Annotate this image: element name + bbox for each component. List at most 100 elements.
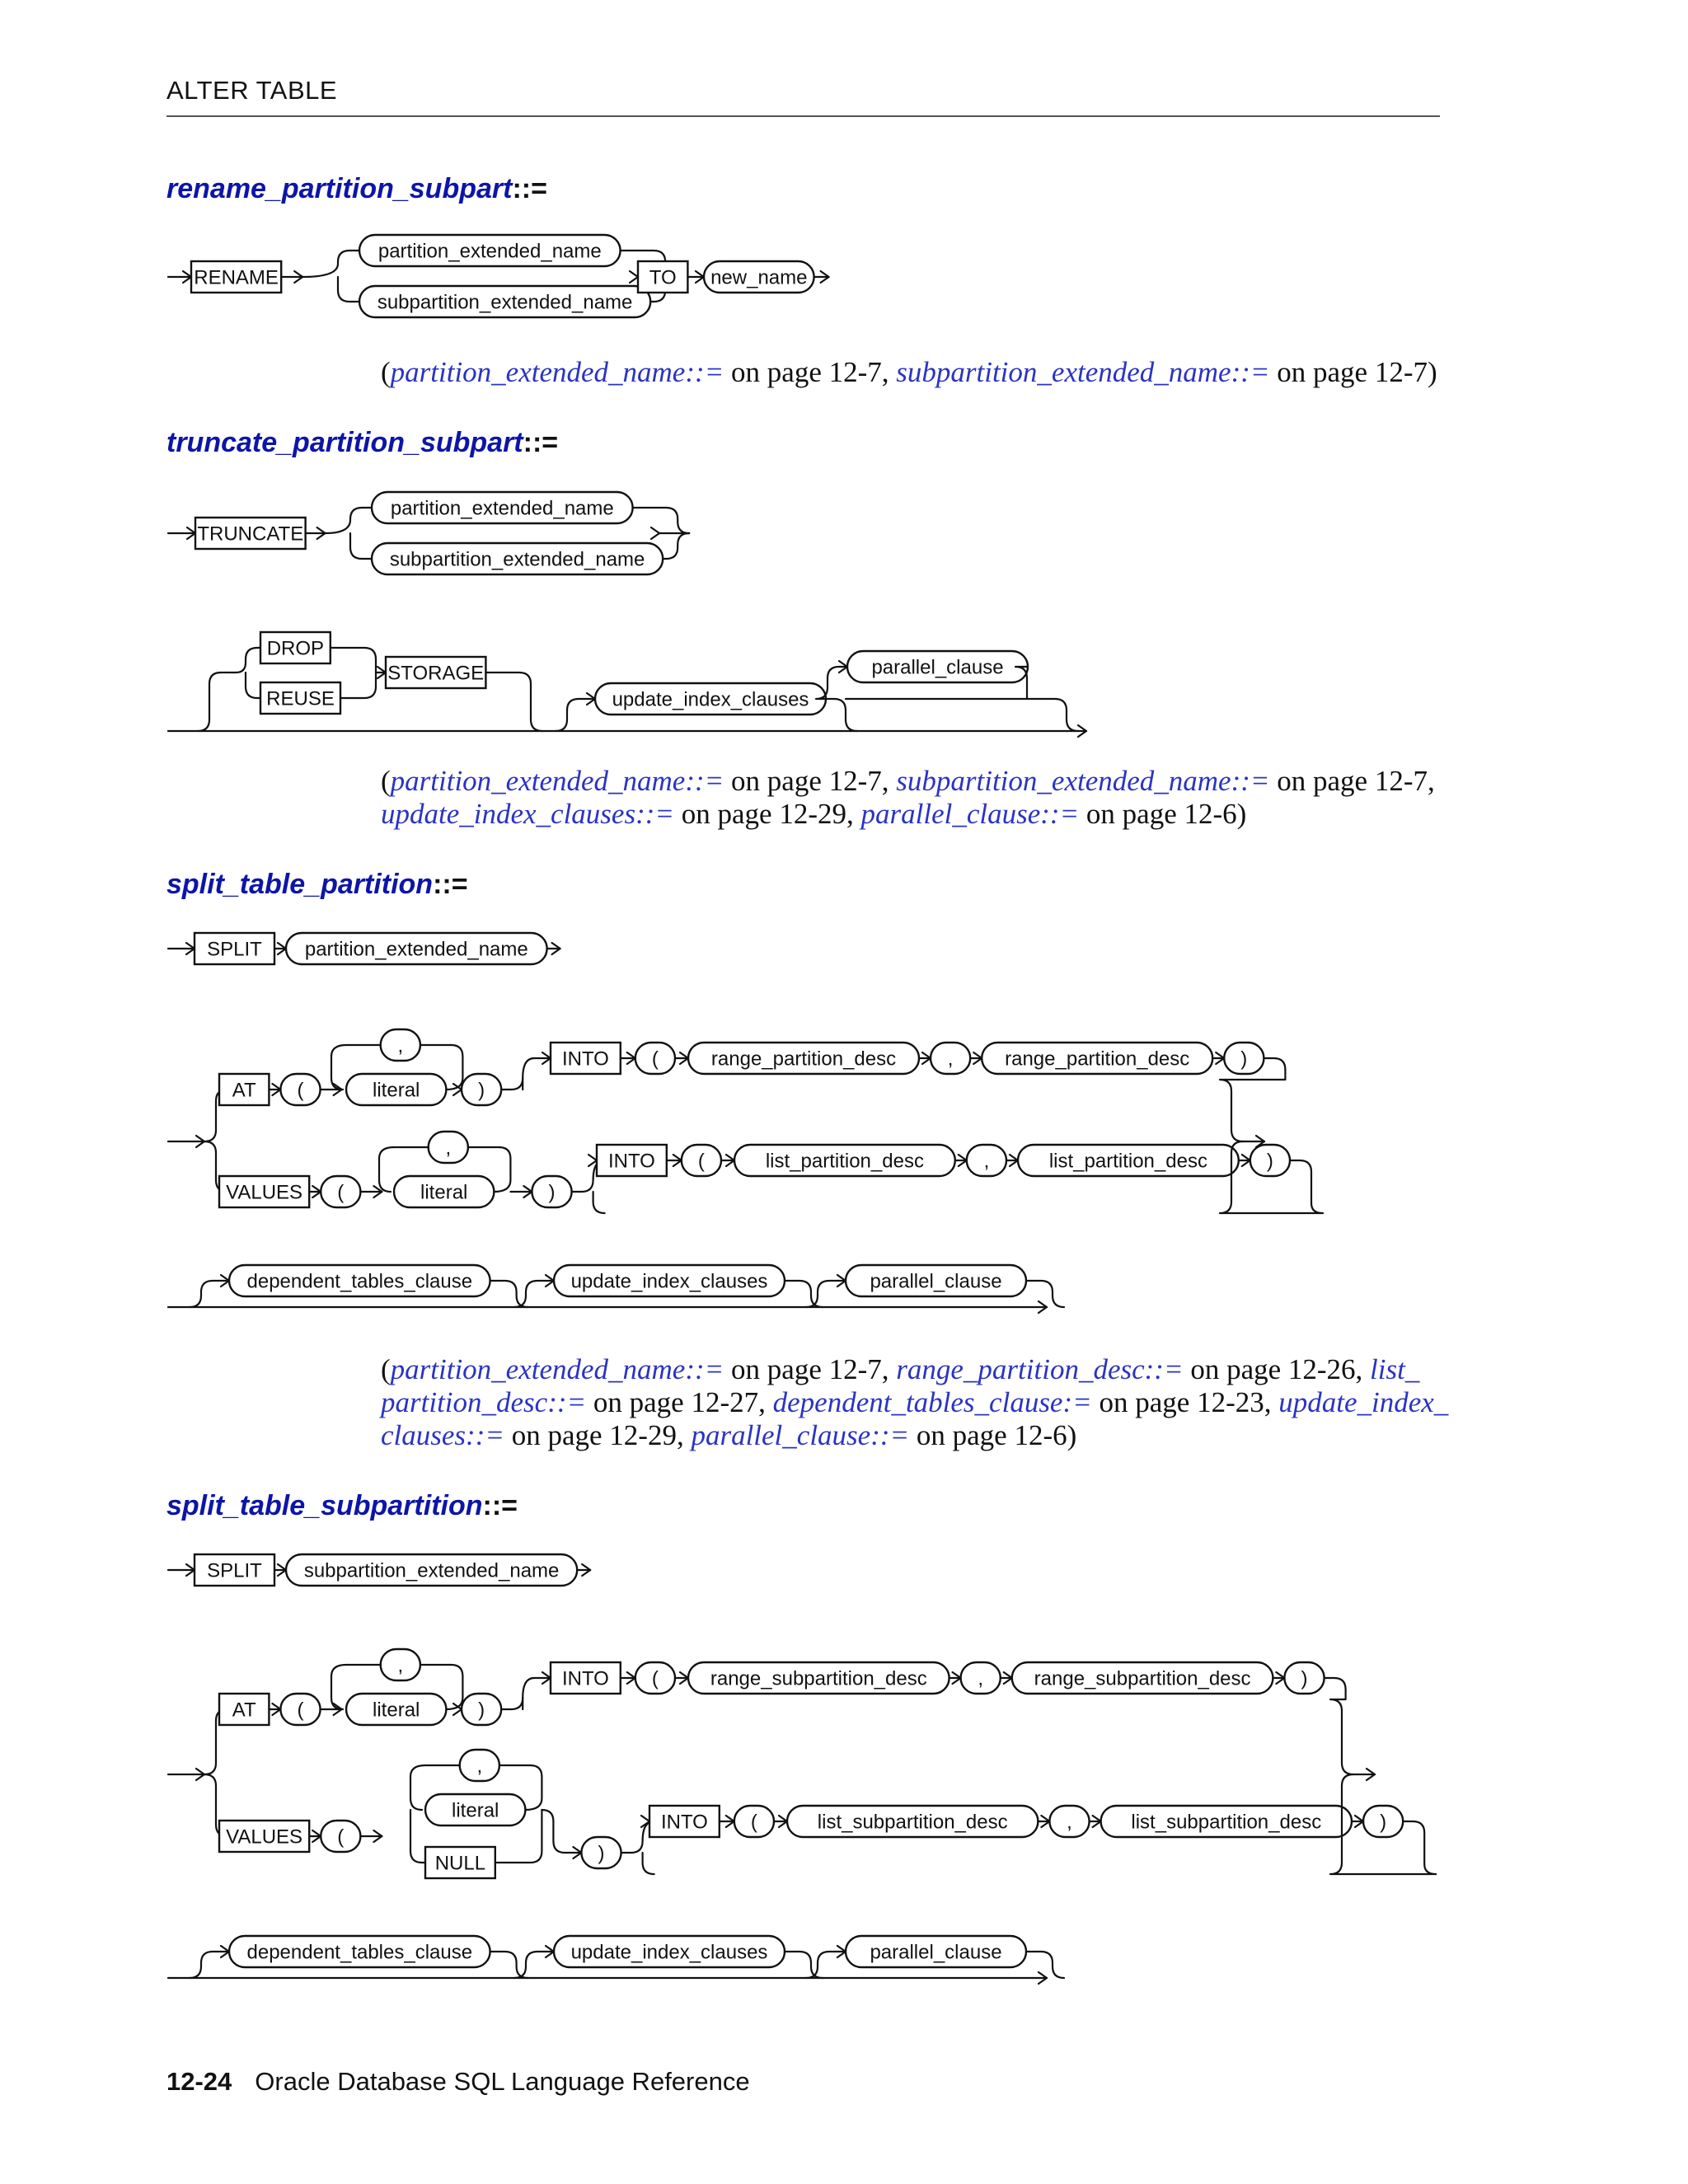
rail <box>844 697 1080 733</box>
cross-ref-link[interactable]: partition_extended_name::= <box>390 765 724 797</box>
rail <box>631 506 691 535</box>
box-label: update_index_clauses <box>571 1942 768 1964</box>
box-label: dependent_tables_clause <box>247 1271 473 1293</box>
rule-operator: ::= <box>512 173 547 204</box>
rail <box>493 1146 512 1193</box>
box-label: , <box>397 1035 403 1057</box>
cross-ref-rename: (partition_extended_name::= on page 12-7… <box>381 356 1452 389</box>
box-label: AT <box>232 1080 256 1102</box>
cross-ref-text: on page 12-27, <box>586 1386 773 1418</box>
cross-ref-link[interactable]: subpartition_extended_name::= <box>896 765 1270 797</box>
box-label: list_subpartition_desc <box>1131 1811 1321 1834</box>
cross-ref-link[interactable]: subpartition_extended_name::= <box>896 356 1270 388</box>
symbol-symbol: , <box>458 1748 501 1783</box>
rail <box>196 671 237 733</box>
rail <box>1218 1140 1325 1215</box>
keyword-null: NULL <box>424 1845 497 1880</box>
keyword-values: VALUES <box>218 1174 311 1209</box>
cross-ref-text: on page 12-29, <box>504 1419 692 1451</box>
box-label: , <box>476 1755 482 1778</box>
cross-ref-link[interactable]: dependent_tables_clause:= <box>772 1386 1092 1418</box>
nonterminal-parallel-clause: parallel_clause <box>846 649 1029 684</box>
nonterminal-parallel-clause: parallel_clause <box>844 1263 1028 1298</box>
cross-ref-link[interactable]: partition_extended_name::= <box>390 356 724 388</box>
box-label: ) <box>1240 1048 1247 1071</box>
box-label: literal <box>373 1080 420 1102</box>
symbol-symbol: ) <box>460 1692 503 1727</box>
cross-ref-text: ( <box>381 356 391 388</box>
cross-ref-text: on page 12-7, <box>1269 765 1435 797</box>
box-label: ( <box>337 1826 344 1849</box>
box-label: parallel_clause <box>870 1942 1001 1964</box>
cross-ref-text: on page 12-6) <box>1079 798 1247 830</box>
cross-ref-text: on page 12-7, <box>724 765 897 797</box>
rail <box>302 249 361 279</box>
symbol-symbol: ) <box>1222 1041 1265 1076</box>
box-label: ) <box>478 1080 485 1102</box>
nonterminal-literal: literal <box>345 1692 448 1727</box>
box-label: , <box>948 1048 954 1071</box>
rail <box>814 665 849 701</box>
cross-ref-text: on page 12-7, <box>724 1353 897 1385</box>
rail <box>485 671 544 733</box>
box-label: REUSE <box>266 688 335 710</box>
cross-ref-link[interactable]: partition_extended_name::= <box>390 1353 724 1385</box>
nonterminal-update-index-clauses: update_index_clauses <box>552 1934 786 1969</box>
cross-ref-split-partition: (partition_extended_name::= on page 12-7… <box>381 1353 1452 1452</box>
box-label: partition_extended_name <box>305 939 528 961</box>
rail <box>409 1808 427 1864</box>
symbol-symbol: ( <box>634 1661 677 1695</box>
rail <box>329 646 377 674</box>
box-label: ) <box>478 1699 485 1722</box>
nonterminal-range-subpartition-desc: range_subpartition_desc <box>687 1661 950 1695</box>
cross-ref-text: on page 12-6) <box>909 1419 1077 1451</box>
keyword-into: INTO <box>549 1661 622 1695</box>
rail <box>804 1279 847 1309</box>
nonterminal-subpartition-extended-name: subpartition_extended_name <box>284 1553 579 1587</box>
cross-ref-link[interactable]: update_index_clauses::= <box>381 798 675 830</box>
rail <box>1323 1676 1347 1691</box>
cross-ref-text: ( <box>381 1353 391 1385</box>
box-label: list_subpartition_desc <box>818 1811 1008 1834</box>
cross-ref-link[interactable]: range_partition_desc::= <box>896 1353 1184 1385</box>
symbol-symbol: , <box>959 1661 1001 1695</box>
cross-ref-link[interactable]: clauses::= <box>381 1419 504 1451</box>
rail <box>554 697 597 733</box>
box-label: range_subpartition_desc <box>710 1668 927 1690</box>
box-label: INTO <box>562 1668 609 1690</box>
box-label: , <box>978 1668 983 1690</box>
box-label: dependent_tables_clause <box>247 1942 473 1964</box>
box-label: ) <box>1380 1811 1386 1834</box>
box-label: literal <box>420 1182 467 1204</box>
arrow-icon <box>551 941 561 956</box>
keyword-split: SPLIT <box>193 931 276 966</box>
rail <box>489 1950 529 1980</box>
cross-ref-link[interactable]: partition_desc::= <box>381 1386 587 1418</box>
box-label: VALUES <box>226 1182 302 1204</box>
box-label: new_name <box>710 267 807 289</box>
box-label: , <box>445 1137 451 1160</box>
arrow-icon <box>1037 1300 1048 1315</box>
box-label: range_subpartition_desc <box>1034 1668 1251 1690</box>
box-label: INTO <box>608 1151 655 1173</box>
cross-ref-link[interactable]: parallel_clause::= <box>691 1419 910 1451</box>
cross-ref-text: on page 12-29, <box>674 798 861 830</box>
cross-ref-link[interactable]: parallel_clause::= <box>860 798 1080 830</box>
cross-ref-link[interactable]: list_ <box>1370 1353 1420 1385</box>
box-label: AT <box>232 1699 256 1722</box>
rail <box>1218 1068 1287 1143</box>
cross-ref-link[interactable]: update_index_ <box>1278 1386 1449 1418</box>
box-label: INTO <box>562 1048 609 1071</box>
rule-name: split_table_subpartition <box>166 1490 483 1521</box>
symbol-symbol: , <box>965 1143 1008 1178</box>
box-label: VALUES <box>226 1826 302 1849</box>
box-label: range_partition_desc <box>1005 1048 1189 1071</box>
keyword-rename: RENAME <box>190 260 283 294</box>
rail <box>1025 1950 1066 1980</box>
keyword-values: VALUES <box>218 1819 311 1854</box>
rail <box>641 1851 655 1876</box>
symbol-symbol: , <box>379 1647 422 1682</box>
rail <box>783 1279 824 1309</box>
